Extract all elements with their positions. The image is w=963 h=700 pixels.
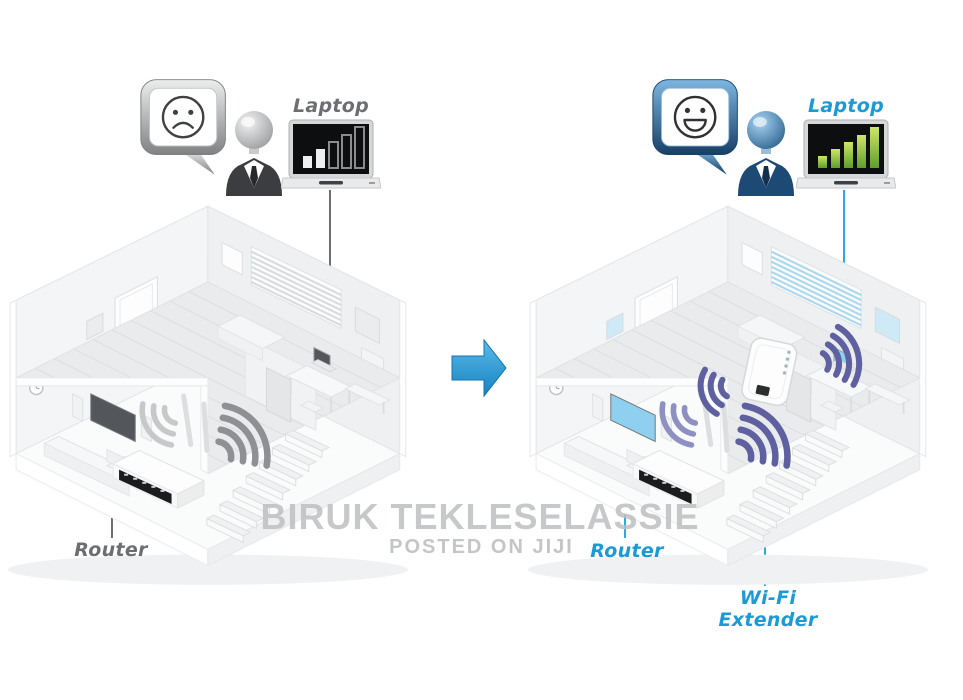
- signal-bars: [303, 126, 365, 169]
- laptop-icon: [796, 119, 896, 189]
- after-house-illustration: [526, 196, 950, 600]
- person-icon: [226, 111, 282, 196]
- laptop-icon: [281, 119, 381, 189]
- happy-face-bubble-icon: [652, 79, 738, 175]
- router-label: Router: [590, 540, 664, 562]
- transition-arrow-icon: [451, 338, 507, 398]
- extender-label-line2: Extender: [718, 608, 818, 631]
- watermark-line2: POSTED ON JIJI: [389, 536, 574, 558]
- laptop-label: Laptop: [292, 95, 370, 117]
- sad-face-bubble-icon: [140, 79, 226, 175]
- extender-label-line1: Wi-Fi: [739, 587, 797, 609]
- laptop-label: Laptop: [807, 95, 885, 117]
- person-icon: [738, 111, 794, 196]
- extender-wifi-waves: [697, 323, 863, 417]
- signal-bars: [818, 127, 879, 168]
- watermark-line1: BIRUK TEKLESELASSIE: [260, 496, 700, 537]
- router-label: Router: [74, 539, 148, 561]
- extender-device: [741, 337, 798, 407]
